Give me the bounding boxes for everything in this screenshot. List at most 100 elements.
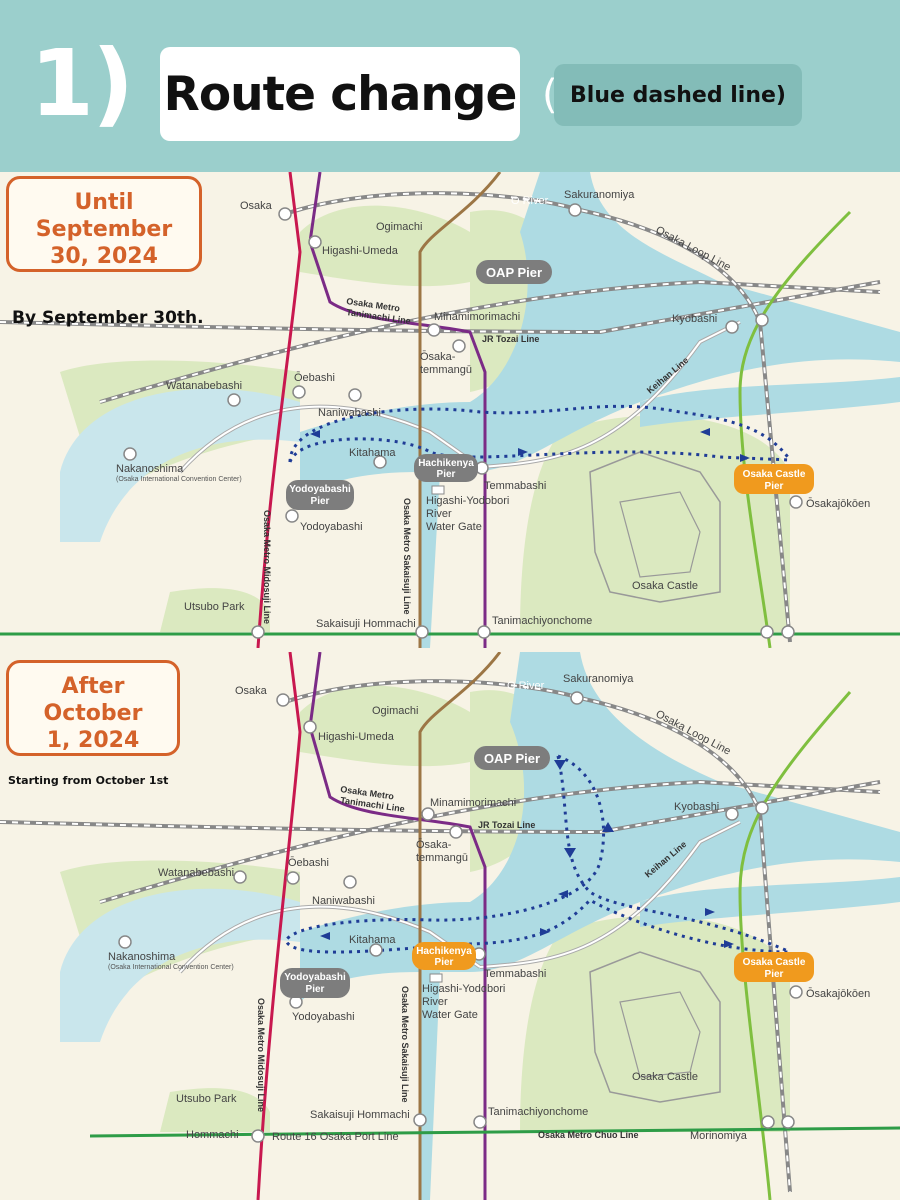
period-badge-before: Until September 30, 2024 bbox=[6, 176, 202, 272]
note-box: Blue dashed line) bbox=[554, 64, 802, 126]
label-osakajokoen-2: Ōsakajōkōen bbox=[806, 988, 870, 1000]
label-higashi-yodobori-2: River bbox=[426, 508, 452, 520]
label-osaka-temmangu-2-2: temmangū bbox=[416, 852, 468, 864]
map-panel-after: Osaka Higashi-Umeda Ogimachi O River Sak… bbox=[0, 652, 900, 1200]
page-title: Route change bbox=[163, 66, 518, 122]
label-osaka: Osaka bbox=[240, 200, 273, 212]
label-kitahama-2: Kitahama bbox=[349, 934, 396, 946]
label-osaka-castle-2: Osaka Castle bbox=[632, 1071, 698, 1083]
label-yodoyabashi: Yodoyabashi bbox=[300, 521, 363, 533]
label-jr-tozai: JR Tozai Line bbox=[482, 334, 539, 344]
label-osaka-temmangu-1-2: Ōsaka- bbox=[416, 839, 452, 851]
label-watanabebashi: Watanabebashi bbox=[166, 380, 242, 392]
label-minamimorimachi-2: Minamimorimachi bbox=[430, 797, 516, 809]
oap-pier-marker-2: OAP Pier bbox=[474, 746, 550, 770]
label-utsubo-park-2: Utsubo Park bbox=[176, 1093, 237, 1105]
label-osaka-2: Osaka bbox=[235, 685, 268, 697]
yodoyabashi-pier-label-1: Yodoyabashi bbox=[289, 484, 351, 495]
label-kyobashi: Kyobashi bbox=[672, 313, 717, 325]
oap-pier-marker: OAP Pier bbox=[476, 260, 552, 284]
label-midosuji-line: Osaka Metro Midosuji Line bbox=[262, 510, 272, 624]
period-line-2-2: 1, 2024 bbox=[46, 728, 140, 753]
yodoyabashi-pier-label-2-2: Pier bbox=[306, 984, 325, 995]
castle-pier-label-2: Pier bbox=[765, 481, 784, 492]
label-jr-tozai-2: JR Tozai Line bbox=[478, 820, 535, 830]
label-kyobashi-2: Kyobashi bbox=[674, 801, 719, 813]
label-oebashi-2: Ōebashi bbox=[288, 857, 329, 869]
label-nakanoshima-sub: (Osaka International Convention Center) bbox=[116, 476, 242, 483]
label-higashi-umeda: Higashi-Umeda bbox=[322, 245, 399, 257]
castle-pier-marker-2: Osaka Castle Pier bbox=[734, 952, 814, 982]
label-midosuji-line-2: Osaka Metro Midosuji Line bbox=[256, 998, 266, 1112]
label-naniwabashi-2: Naniwabashi bbox=[312, 895, 375, 907]
step-number: 1) bbox=[30, 30, 134, 137]
oap-pier-label-2: OAP Pier bbox=[484, 751, 540, 766]
yodoyabashi-pier-label-1-2: Yodoyabashi bbox=[284, 972, 346, 983]
label-higashi-umeda-2: Higashi-Umeda bbox=[318, 731, 395, 743]
label-chuo-line: Osaka Metro Chuo Line bbox=[538, 1130, 639, 1140]
label-oebashi: Ōebashi bbox=[294, 372, 335, 384]
label-utsubo-park: Utsubo Park bbox=[184, 601, 245, 613]
label-nakanoshima-2: Nakanoshima bbox=[108, 951, 176, 963]
castle-pier-marker: Osaka Castle Pier bbox=[734, 464, 814, 494]
label-tanimachiyonchome-2: Tanimachiyonchome bbox=[488, 1106, 588, 1118]
label-kitahama: Kitahama bbox=[349, 447, 396, 459]
label-o-river: O River bbox=[511, 195, 549, 207]
map-panel-before: Osaka Higashi-Umeda Ogimachi O River Sak… bbox=[0, 172, 900, 648]
hachikenya-pier-label-1-2: Hachikenya bbox=[416, 946, 472, 957]
map-before: Osaka Higashi-Umeda Ogimachi O River Sak… bbox=[0, 172, 900, 648]
castle-pier-label-2-2: Pier bbox=[765, 969, 784, 980]
note-text: Blue dashed line) bbox=[570, 82, 786, 108]
label-tanimachiyonchome: Tanimachiyonchome bbox=[492, 615, 592, 627]
castle-pier-label-1: Osaka Castle bbox=[743, 469, 806, 480]
label-morinomiya: Morinomiya bbox=[690, 1130, 748, 1142]
label-sakaisuji-line-2: Osaka Metro Sakaisuji Line bbox=[400, 986, 410, 1103]
label-osaka-castle: Osaka Castle bbox=[632, 580, 698, 592]
label-osakajokoen: Ōsakajōkōen bbox=[806, 498, 870, 510]
label-sakuranomiya-2: Sakuranomiya bbox=[563, 673, 634, 685]
label-osaka-temmangu-1: Ōsaka- bbox=[420, 351, 456, 363]
oap-pier-label: OAP Pier bbox=[486, 265, 542, 280]
note-paren: ( bbox=[542, 72, 558, 118]
label-temmabashi: Temmabashi bbox=[484, 480, 546, 492]
hachikenya-pier-label-2: Pier bbox=[437, 469, 456, 480]
caption-before: By September 30th. bbox=[12, 308, 204, 328]
label-o-river-2: O River bbox=[507, 680, 545, 692]
yodoyabashi-pier-marker-2: Yodoyabashi Pier bbox=[280, 968, 350, 998]
label-higashi-yodobori-1-2: Higashi-Yodobori bbox=[422, 983, 505, 995]
label-sakuranomiya: Sakuranomiya bbox=[564, 189, 635, 201]
header-banner: 1) Route change ( Blue dashed line) bbox=[0, 0, 900, 172]
label-hommachi: Hommachi bbox=[186, 1129, 239, 1141]
period-line-2: 30, 2024 bbox=[50, 244, 158, 269]
label-sakaisuji-hommachi: Sakaisuji Hommachi bbox=[316, 618, 416, 630]
label-sakaisuji-hommachi-2: Sakaisuji Hommachi bbox=[310, 1109, 410, 1121]
label-yodoyabashi-2: Yodoyabashi bbox=[292, 1011, 355, 1023]
label-ogimachi: Ogimachi bbox=[376, 221, 422, 233]
label-ogimachi-2: Ogimachi bbox=[372, 705, 418, 717]
label-route16: Route 16 Osaka Port Line bbox=[272, 1131, 399, 1143]
yodoyabashi-pier-marker: Yodoyabashi Pier bbox=[286, 480, 354, 510]
title-box: Route change bbox=[160, 47, 520, 141]
hachikenya-pier-marker: Hachikenya Pier bbox=[414, 454, 478, 482]
period-line-1: Until September bbox=[35, 190, 173, 242]
hachikenya-pier-marker-2: Hachikenya Pier bbox=[412, 942, 476, 970]
period-badge-after: After October 1, 2024 bbox=[6, 660, 180, 756]
label-temmabashi-2: Temmabashi bbox=[484, 968, 546, 980]
label-nakanoshima: Nakanoshima bbox=[116, 463, 184, 475]
period-line-1-2: After October bbox=[43, 674, 143, 726]
label-sakaisuji-line: Osaka Metro Sakaisuji Line bbox=[402, 498, 412, 615]
label-higashi-yodobori-1: Higashi-Yodobori bbox=[426, 495, 509, 507]
yodoyabashi-pier-label-2: Pier bbox=[311, 496, 330, 507]
label-nakanoshima-sub-2: (Osaka International Convention Center) bbox=[108, 964, 234, 971]
label-osaka-temmangu-2: temmangū bbox=[420, 364, 472, 376]
label-watanabebashi-2: Watanabebashi bbox=[158, 867, 234, 879]
map-after: Osaka Higashi-Umeda Ogimachi O River Sak… bbox=[0, 652, 900, 1200]
label-higashi-yodobori-3: Water Gate bbox=[426, 521, 482, 533]
caption-after: Starting from October 1st bbox=[8, 774, 169, 787]
label-higashi-yodobori-2-2: River bbox=[422, 996, 448, 1008]
castle-pier-label-1-2: Osaka Castle bbox=[743, 957, 806, 968]
label-higashi-yodobori-3-2: Water Gate bbox=[422, 1009, 478, 1021]
label-minamimorimachi: Minamimorimachi bbox=[434, 311, 520, 323]
hachikenya-pier-label-1: Hachikenya bbox=[418, 458, 474, 469]
label-naniwabashi: Naniwabashi bbox=[318, 407, 381, 419]
